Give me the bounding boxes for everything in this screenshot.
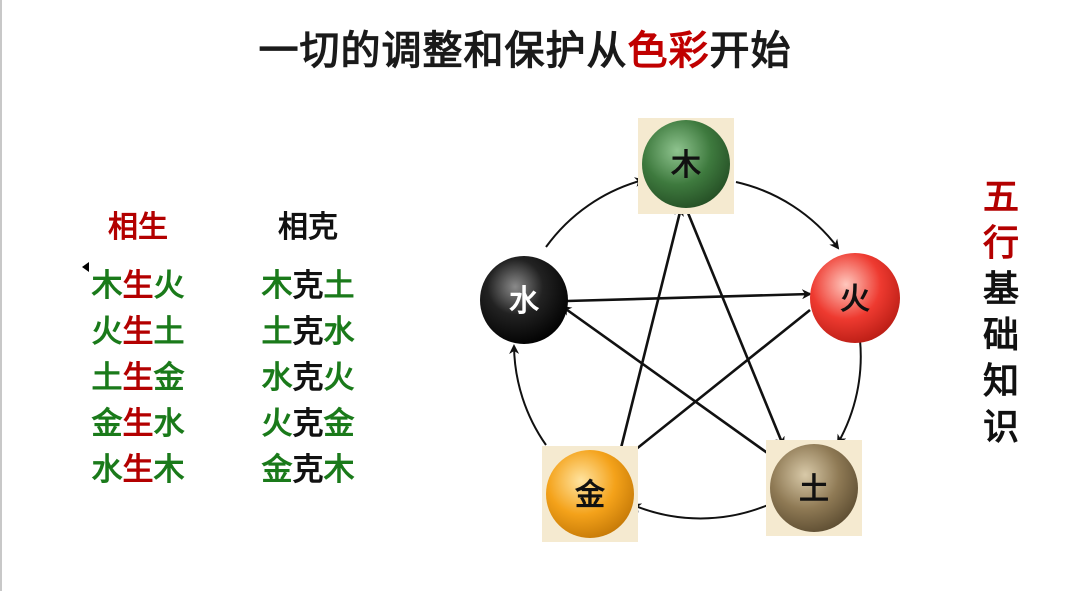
- relation-source: 木: [261, 268, 293, 304]
- arrow-water-to-wood: [545, 177, 645, 248]
- relation-verb: 克: [292, 452, 324, 488]
- relation-target: 水: [153, 406, 185, 442]
- relation-source: 土: [91, 360, 123, 396]
- controlling-row: 土克水: [238, 309, 378, 355]
- metal-circle: [546, 450, 634, 538]
- relation-source: 水: [261, 360, 293, 396]
- side-label-char: 础: [982, 315, 1019, 356]
- controlling-arrows: [561, 206, 812, 464]
- controlling-row: 火克金: [238, 401, 378, 447]
- generating-row: 火生土: [68, 309, 208, 355]
- node-label-fire: 火: [840, 282, 870, 317]
- relation-verb: 生: [122, 452, 154, 488]
- node-label-earth: 土: [799, 472, 829, 507]
- node-label-wood: 木: [670, 148, 701, 183]
- relation-source: 金: [261, 452, 293, 488]
- generating-heading: 相生: [108, 210, 168, 245]
- relation-verb: 克: [292, 360, 324, 396]
- relation-source: 木: [91, 268, 123, 304]
- node-label-metal: 金: [574, 478, 606, 513]
- relation-verb: 生: [122, 360, 154, 396]
- relation-target: 木: [323, 452, 355, 488]
- page-title: 一切的调整和保护从色彩开始: [0, 18, 1050, 76]
- controlling-row: 水克火: [238, 355, 378, 401]
- fire-circle: [810, 253, 900, 343]
- side-label-char: 基: [982, 269, 1019, 310]
- bullet-triangle-icon: [82, 262, 89, 272]
- earth-circle: [770, 444, 858, 532]
- controlling-list: 木克土 土克水 水克火 火克金 金克木: [238, 263, 378, 493]
- arrow-earth-to-water: [561, 305, 774, 459]
- relation-target: 火: [153, 268, 185, 304]
- relation-source: 金: [91, 406, 123, 442]
- relation-source: 水: [91, 452, 123, 488]
- relation-target: 水: [323, 314, 355, 350]
- side-label-char: 知: [982, 361, 1019, 402]
- wood-circle: [642, 120, 730, 208]
- node-earth: 土: [766, 440, 862, 536]
- relation-target: 土: [323, 268, 355, 304]
- left-border: [0, 0, 2, 591]
- node-label-water: 水: [509, 284, 540, 319]
- arrow-metal-to-wood: [619, 206, 684, 449]
- controlling-row: 木克土: [238, 263, 378, 309]
- relation-source: 火: [261, 406, 293, 442]
- controlling-row: 金克木: [238, 447, 378, 493]
- generating-row: 木生火: [68, 263, 208, 309]
- relation-verb: 克: [292, 314, 324, 350]
- title-accent-text: 色彩: [627, 28, 710, 74]
- arrow-earth-to-metal: [631, 503, 769, 520]
- node-metal: 金: [542, 446, 638, 542]
- arrow-fire-to-earth: [837, 339, 862, 445]
- relation-source: 火: [91, 314, 123, 350]
- generating-row: 水生木: [68, 447, 208, 493]
- relation-verb: 克: [292, 268, 324, 304]
- relation-verb: 生: [122, 314, 154, 350]
- generating-list: 木生火 火生土 土生金 金生水 水生木: [68, 263, 208, 493]
- relation-source: 土: [261, 314, 293, 350]
- relation-verb: 克: [292, 406, 324, 442]
- arrow-fire-to-metal: [618, 308, 811, 464]
- generating-row: 金生水: [68, 401, 208, 447]
- generating-arrows: [509, 177, 862, 520]
- node-water: 水: [480, 256, 568, 344]
- relation-verb: 生: [122, 406, 154, 442]
- relation-target: 金: [323, 406, 355, 442]
- side-label-char: 识: [982, 407, 1019, 448]
- node-wood: 木: [638, 118, 734, 214]
- arrow-wood-to-fire: [735, 181, 840, 250]
- relation-target: 金: [153, 360, 185, 396]
- side-label-char: 行: [982, 223, 1019, 264]
- title-text-start: 一切的调整和保护从: [258, 28, 628, 74]
- relation-target: 火: [323, 360, 355, 396]
- generating-row: 土生金: [68, 355, 208, 401]
- water-circle: [480, 256, 568, 344]
- generating-cycle-column: 相生 木生火 火生土 土生金 金生水 水生木: [68, 208, 208, 493]
- node-fire: 火: [810, 253, 900, 343]
- arrow-water-to-fire: [566, 289, 812, 303]
- side-label-char: 五: [982, 177, 1019, 218]
- controlling-heading: 相克: [278, 210, 338, 245]
- relation-target: 木: [153, 452, 185, 488]
- title-text-end: 开始: [709, 28, 792, 74]
- controlling-cycle-column: 相克 木克土 土克水 水克火 火克金 金克木: [238, 208, 378, 493]
- side-label-five-elements-basics: 五 行 基 础 知 识: [978, 175, 1024, 451]
- relation-target: 土: [153, 314, 185, 350]
- relation-verb: 生: [122, 268, 154, 304]
- arrow-metal-to-water: [509, 344, 547, 446]
- arrow-wood-to-earth: [684, 207, 785, 447]
